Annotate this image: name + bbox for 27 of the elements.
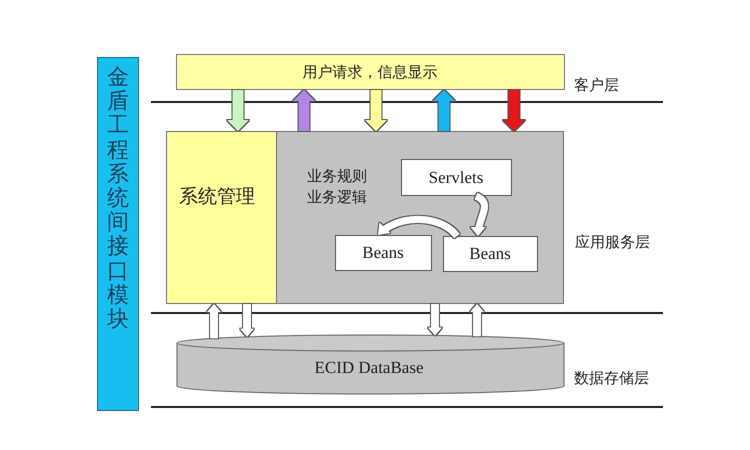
block-arrow	[293, 90, 315, 131]
curved-arrow	[471, 192, 488, 236]
box-label: 用户请求，信息显示	[302, 63, 438, 81]
block-arrow	[365, 90, 387, 131]
block-arrow	[227, 90, 249, 131]
curved-arrow	[376, 216, 460, 238]
block-arrow	[433, 90, 455, 131]
servlets-box	[401, 159, 512, 196]
box-label: Servlets	[428, 168, 484, 188]
beans-box	[335, 235, 432, 271]
layer-label: 客户层	[574, 76, 619, 94]
panel-label: 业务逻辑	[307, 188, 367, 206]
database-label: ECID DataBase	[314, 358, 424, 378]
panel-label: 系统管理	[179, 186, 255, 208]
system-management-panel	[166, 131, 277, 304]
app-server-panel	[166, 131, 564, 304]
panel-label: 业务规则	[307, 167, 367, 185]
beans-box	[443, 236, 538, 272]
client-request-box	[176, 54, 565, 90]
layer-label: 数据存储层	[574, 369, 649, 387]
layer-label: 应用服务层	[575, 233, 650, 251]
box-label: Beans	[362, 242, 404, 264]
database-cylinder	[176, 334, 565, 396]
module-title: 金盾工程系统间接口模块	[107, 66, 129, 332]
interface-module-bar	[97, 57, 139, 411]
block-arrow	[503, 90, 525, 131]
box-label: Beans	[469, 244, 511, 264]
